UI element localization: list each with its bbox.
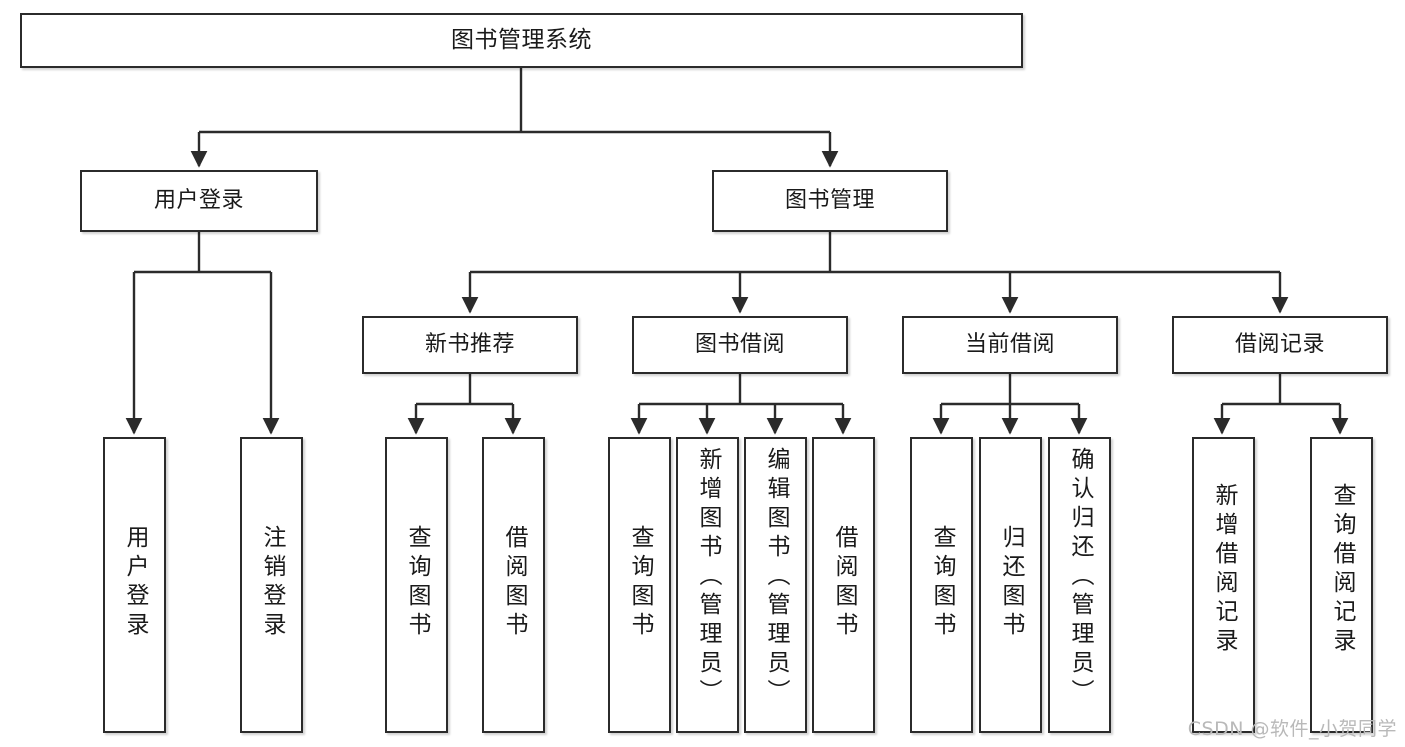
node-label: 注销登录 [259,525,285,641]
node-label: 新增借阅记录 [1211,483,1237,657]
node-label: 图书管理系统 [451,26,592,53]
node-book-management-system[interactable]: 图书管理系统 [20,13,1023,68]
leaf-edit-book-admin[interactable]: 编辑图书（管理员） [744,437,807,733]
node-label: 查询借阅记录 [1329,483,1355,657]
node-label: 归还图书 [998,525,1024,641]
node-label: 新增图书（管理员） [695,447,721,708]
node-label: 用户登录 [153,188,244,214]
node-label: 图书管理 [784,188,875,214]
node-label: 编辑图书（管理员） [763,447,789,708]
node-label: 新书推荐 [424,332,515,358]
node-current-borrow[interactable]: 当前借阅 [902,316,1118,374]
node-label: 图书借阅 [694,332,785,358]
leaf-query-book-recommend[interactable]: 查询图书 [385,437,448,733]
leaf-confirm-return-admin[interactable]: 确认归还（管理员） [1048,437,1111,733]
node-borrow-record[interactable]: 借阅记录 [1172,316,1388,374]
leaf-query-borrow-record[interactable]: 查询借阅记录 [1310,437,1373,733]
leaf-query-book-current[interactable]: 查询图书 [910,437,973,733]
node-label: 查询图书 [404,525,430,641]
node-label: 当前借阅 [964,332,1055,358]
node-label: 确认归还（管理员） [1067,447,1093,708]
leaf-add-book-admin[interactable]: 新增图书（管理员） [676,437,739,733]
node-book-manage[interactable]: 图书管理 [712,170,948,232]
node-label: 借阅记录 [1234,332,1325,358]
node-label: 借阅图书 [831,525,857,641]
node-label: 查询图书 [929,525,955,641]
leaf-borrow-book-recommend[interactable]: 借阅图书 [482,437,545,733]
leaf-add-borrow-record[interactable]: 新增借阅记录 [1192,437,1255,733]
leaf-borrow-book-borrow[interactable]: 借阅图书 [812,437,875,733]
watermark-text: CSDN @软件_小贺同学 [1187,718,1397,740]
node-user-login[interactable]: 用户登录 [80,170,318,232]
leaf-logout-login[interactable]: 注销登录 [240,437,303,733]
node-new-book-recommend[interactable]: 新书推荐 [362,316,578,374]
node-label: 查询图书 [627,525,653,641]
node-label: 借阅图书 [501,525,527,641]
node-book-borrow[interactable]: 图书借阅 [632,316,848,374]
leaf-query-book-borrow[interactable]: 查询图书 [608,437,671,733]
leaf-return-book[interactable]: 归还图书 [979,437,1042,733]
node-label: 用户登录 [122,525,148,641]
leaf-user-login[interactable]: 用户登录 [103,437,166,733]
